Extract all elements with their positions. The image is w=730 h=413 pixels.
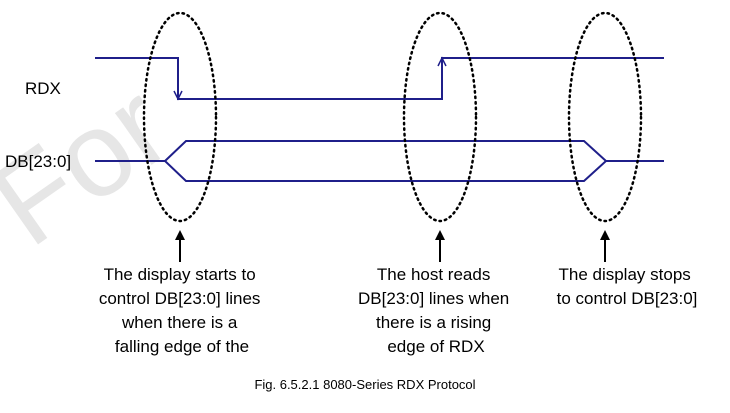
db-signal-label: DB[23:0]	[5, 152, 71, 171]
annotation-arrow-2-icon	[435, 230, 445, 262]
rdx-waveform	[95, 57, 664, 100]
falling-edge-highlight-ellipse	[142, 11, 218, 223]
annotation-1-line-4: falling edge of the	[115, 337, 249, 356]
annotation-3-line-2: to control DB[23:0]	[557, 289, 698, 308]
watermark-top: For	[0, 0, 132, 61]
annotation-2-line-1: The host reads	[377, 265, 490, 284]
annotation-1-line-3: when there is a	[121, 313, 238, 332]
rdx-signal-label: RDX	[25, 79, 61, 98]
annotation-host-reads: The host reads DB[23:0] lines when there…	[358, 265, 514, 356]
annotation-3-line-1: The display stops	[558, 265, 690, 284]
annotation-2-line-2: DB[23:0] lines when	[358, 289, 509, 308]
annotation-1-line-2: control DB[23:0] lines	[99, 289, 261, 308]
annotation-display-starts: The display starts to control DB[23:0] l…	[99, 265, 265, 356]
db-waveform-bus	[163, 140, 608, 182]
figure-caption: Fig. 6.5.2.1 8080-Series RDX Protocol	[254, 377, 475, 392]
annotation-arrow-1-icon	[175, 230, 185, 262]
annotation-1-line-1: The display starts to	[104, 265, 256, 284]
annotation-2-line-3: there is a rising	[376, 313, 491, 332]
annotation-arrow-3-icon	[600, 230, 610, 262]
release-highlight-ellipse	[567, 11, 643, 223]
rising-edge-highlight-ellipse	[402, 11, 478, 223]
annotation-2-line-4: edge of RDX	[387, 337, 484, 356]
rdx-falling-edge-arrow-icon	[173, 90, 183, 101]
annotation-display-stops: The display stops to control DB[23:0]	[557, 265, 698, 308]
rdx-rising-edge-arrow-icon	[437, 56, 447, 67]
